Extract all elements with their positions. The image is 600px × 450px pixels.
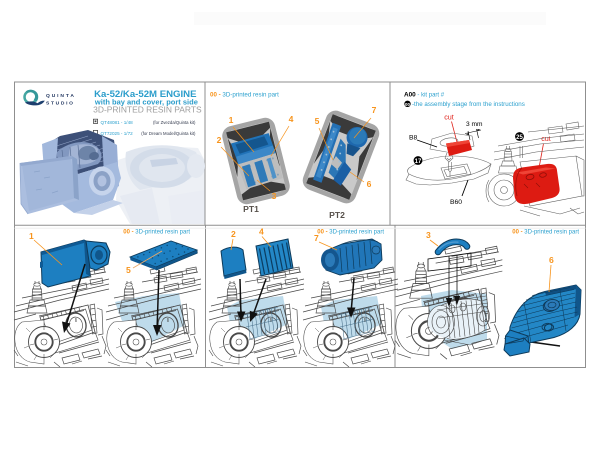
- svg-text:4: 4: [259, 227, 264, 237]
- svg-text:7: 7: [314, 233, 319, 243]
- svg-text:STUDIO: STUDIO: [46, 101, 75, 107]
- svg-text:00: 00: [405, 102, 410, 107]
- svg-text:-the assembly stage from the i: -the assembly stage from the instruction…: [412, 101, 525, 108]
- svg-text:5: 5: [315, 116, 320, 126]
- svg-text:cut: cut: [541, 134, 551, 143]
- svg-text:PT1: PT1: [243, 204, 259, 214]
- svg-text:B8: B8: [409, 135, 418, 142]
- svg-text:00 - 3D-printed resin part: 00 - 3D-printed resin part: [512, 230, 579, 236]
- svg-text:(for Dream Model/Quinta kit): (for Dream Model/Quinta kit): [141, 131, 196, 136]
- svg-text:4: 4: [289, 114, 294, 124]
- svg-text:6: 6: [367, 179, 372, 189]
- svg-text:QT72025 - 1/72: QT72025 - 1/72: [101, 131, 134, 136]
- svg-text:3: 3: [426, 230, 431, 240]
- svg-text:2: 2: [217, 135, 222, 145]
- svg-text:Ka-52/Ka-52M ENGINE: Ka-52/Ka-52M ENGINE: [94, 89, 197, 100]
- svg-text:2: 2: [231, 229, 236, 239]
- svg-text:00 - 3D-printed resin part: 00 - 3D-printed resin part: [317, 230, 384, 236]
- svg-text:00 - 3D-printed resin part: 00 - 3D-printed resin part: [123, 230, 190, 236]
- svg-text:PT2: PT2: [329, 210, 345, 220]
- svg-text:3D-PRINTED RESIN PARTS: 3D-PRINTED RESIN PARTS: [93, 104, 202, 114]
- svg-text:1: 1: [229, 115, 234, 125]
- svg-text:1: 1: [29, 231, 34, 241]
- svg-text:00 - 3D-printed resin part: 00 - 3D-printed resin part: [210, 92, 279, 99]
- svg-text:QT48081 - 1/48: QT48081 - 1/48: [101, 120, 134, 125]
- svg-text:QUINTA: QUINTA: [46, 93, 76, 99]
- svg-text:(for Zvezda/Quinta kit): (for Zvezda/Quinta kit): [153, 120, 196, 125]
- svg-text:B60: B60: [450, 199, 462, 206]
- svg-text:17: 17: [415, 159, 422, 165]
- svg-text:cut: cut: [444, 113, 454, 122]
- svg-text:with bay and cover, port side: with bay and cover, port side: [94, 98, 198, 107]
- svg-text:5: 5: [126, 265, 131, 275]
- svg-text:3 mm: 3 mm: [466, 121, 483, 128]
- svg-text:3: 3: [272, 191, 277, 201]
- svg-text:7: 7: [372, 105, 377, 115]
- svg-text:A00 - kit part #: A00 - kit part #: [404, 92, 445, 99]
- svg-text:25: 25: [516, 135, 523, 141]
- svg-text:6: 6: [549, 255, 554, 265]
